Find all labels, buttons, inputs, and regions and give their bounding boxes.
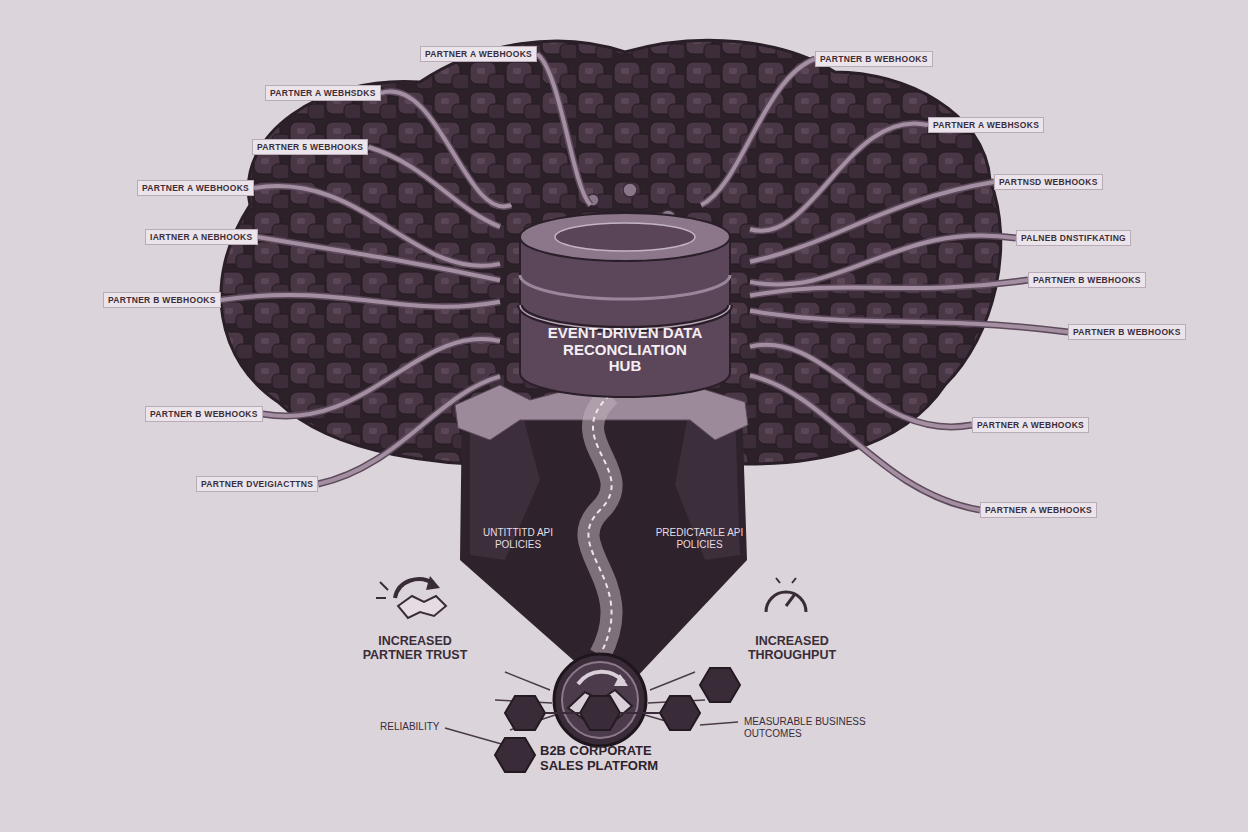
cycle-arrow xyxy=(614,674,628,686)
connector-shadow xyxy=(221,295,500,307)
handshake-ring xyxy=(562,662,638,738)
webhook-text: PARTNER B WEBHOOKS xyxy=(108,295,216,305)
connector-shadow xyxy=(701,59,815,205)
webhook-connector xyxy=(701,59,815,205)
hub-title: EVENT-DRIVEN DATA RECONCLIATION HUB xyxy=(545,325,705,375)
leader-lines xyxy=(445,672,738,745)
connector-shadow xyxy=(537,54,590,205)
webhook-tag: PARTNER B WEBHOOKS xyxy=(145,406,263,422)
webhook-text: PARTNER B WEBHOOKS xyxy=(820,54,928,64)
webhook-connector xyxy=(318,376,500,484)
webhook-connector xyxy=(750,311,1068,332)
connector-shadow xyxy=(258,237,500,280)
data-stream xyxy=(588,395,611,655)
webhook-connector xyxy=(750,376,980,510)
webhook-tag: PARTNER B WEBHOOKS xyxy=(1028,272,1146,288)
webhook-tag: PALNEB DNSTIFKATING xyxy=(1016,230,1131,246)
webhook-connector xyxy=(750,280,1028,296)
caption-label: INCREASED THROUGHPUT xyxy=(728,634,856,663)
webhook-tag: PARTNER B WEBHOOKS xyxy=(815,51,933,67)
webhook-text: PARTNER B WEBHOOKS xyxy=(1033,275,1141,285)
gauge-icon xyxy=(766,578,806,612)
webhook-text: PARTNER A WEBHOOKS xyxy=(142,183,249,193)
data-stream xyxy=(588,395,611,655)
webhook-text: PARTNER A WEBHSOKS xyxy=(933,120,1039,130)
webhook-tag: PARTNER A WEBHSOKS xyxy=(928,117,1044,133)
webhook-tag: PARTNER 5 WEBHOOKS xyxy=(252,139,368,155)
webhook-text: PARTNER A WEBHOOKS xyxy=(985,505,1092,515)
webhook-text: PARTNER B WEBHOOKS xyxy=(150,409,258,419)
connector-shadow xyxy=(750,182,994,262)
trust-icon xyxy=(376,576,446,618)
webhook-text: PARTNER A WEBHOOKS xyxy=(977,420,1084,430)
connector-shadow xyxy=(368,147,500,227)
webhook-text: PARTNER A WEBHOOKS xyxy=(425,49,532,59)
hex-links xyxy=(545,712,660,714)
caption-label: RELIABILITY xyxy=(380,721,460,733)
webhook-connector xyxy=(750,182,994,262)
webhook-text: PARTNSD WEBHOOKS xyxy=(999,177,1098,187)
webhook-tag: PARTNER A WEBHOOKS xyxy=(420,46,537,62)
caption-label: PREDICTARLE API POLICIES xyxy=(652,527,747,550)
webhook-connector xyxy=(258,237,500,280)
hub-node: EVENT-DRIVEN DATA RECONCLIATION HUB xyxy=(500,205,750,400)
webhook-tag: PARTNER A WEBHSDKS xyxy=(265,85,381,101)
webhook-tag: PARTNSD WEBHOOKS xyxy=(994,174,1103,190)
webhook-text: IARTNER A NEBHOOKS xyxy=(150,232,253,242)
webhook-connector xyxy=(750,235,1016,284)
webhook-tag: PARTNER DVEIGIACTTNS xyxy=(196,476,318,492)
caption-label: UNTITTITD API POLICIES xyxy=(478,527,558,550)
webhook-text: PARTNER DVEIGIACTTNS xyxy=(201,479,313,489)
caption-label: MEASURABLE BUSINESS OUTCOMES xyxy=(744,716,874,739)
webhook-connector xyxy=(368,147,500,227)
webhook-connector xyxy=(537,54,590,205)
caption-label: B2B CORPORATE SALES PLATFORM xyxy=(540,744,690,774)
handshake-circle xyxy=(554,654,646,746)
webhook-text: PARTNER 5 WEBHOOKS xyxy=(257,142,363,152)
webhook-text: PARTNER A WEBHSDKS xyxy=(270,88,376,98)
connector-shadow xyxy=(750,376,980,510)
connector-shadow xyxy=(750,311,1068,332)
webhook-connector xyxy=(263,339,500,416)
connector-shadow xyxy=(318,376,500,484)
connector-shadow xyxy=(750,235,1016,284)
webhook-text: PALNEB DNSTIFKATING xyxy=(1021,233,1126,243)
webhook-tag: PARTNER B WEBHOOKS xyxy=(1068,324,1186,340)
webhook-connector xyxy=(750,123,928,230)
webhook-tag: PARTNER A WEBHOOKS xyxy=(972,417,1089,433)
caption-label: INCREASED PARTNER TRUST xyxy=(352,634,478,663)
connector-shadow xyxy=(750,123,928,230)
webhook-text: PARTNER B WEBHOOKS xyxy=(1073,327,1181,337)
webhook-tag: IARTNER A NEBHOOKS xyxy=(145,229,258,245)
connector-shadow xyxy=(750,280,1028,296)
webhook-tag: PARTNER A WEBHOOKS xyxy=(980,502,1097,518)
webhook-connector xyxy=(221,295,500,307)
connector-shadow xyxy=(263,339,500,416)
webhook-tag: PARTNER B WEBHOOKS xyxy=(103,292,221,308)
webhook-tag: PARTNER A WEBHOOKS xyxy=(137,180,254,196)
